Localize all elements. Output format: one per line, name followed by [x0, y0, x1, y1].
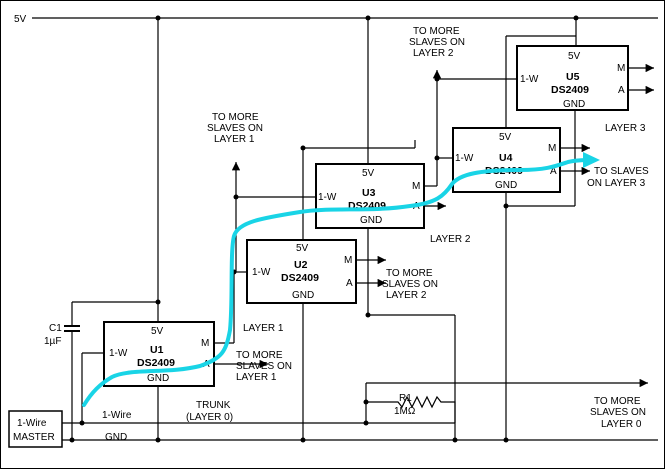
- u3-pwr: 5V: [362, 168, 375, 179]
- rail-1wire-label: 1-Wire: [102, 410, 132, 421]
- c1-label: C1: [49, 323, 62, 334]
- chip-u5: 5V U5 DS2409 GND 1-W M A: [516, 45, 629, 111]
- u3-in: 1-W: [318, 192, 337, 203]
- note-u1a-1: TO MORE: [236, 350, 283, 361]
- note-top1-2: SLAVES ON: [207, 123, 263, 134]
- master-label-1: 1-Wire: [17, 418, 47, 429]
- note-l0-2: SLAVES ON: [590, 407, 646, 418]
- u1-part: DS2409: [137, 357, 175, 369]
- u4-gnd: GND: [495, 180, 517, 191]
- u4-m: M: [548, 143, 556, 154]
- u4-ref: U4: [499, 152, 513, 164]
- u1-ref: U1: [150, 344, 164, 356]
- note-top1-3: LAYER 1: [214, 134, 255, 145]
- chip-u3: 5V U3 DS2409 GND 1-W M A: [315, 163, 425, 229]
- chip-u4: 5V U4 DS2409 GND 1-W M A: [452, 127, 561, 193]
- note-top2-1: TO MORE: [413, 26, 460, 37]
- u2-in: 1-W: [252, 267, 271, 278]
- u5-gnd: GND: [563, 99, 585, 110]
- u5-part: DS2409: [551, 84, 589, 96]
- trunk-label-1: TRUNK: [196, 400, 231, 411]
- u5-a: A: [618, 85, 625, 96]
- u2-pwr: 5V: [296, 243, 309, 254]
- note-u2a-3: LAYER 2: [386, 290, 427, 301]
- u4-in: 1-W: [455, 153, 474, 164]
- note-u1a-2: SLAVES ON: [236, 361, 292, 372]
- u3-m: M: [412, 181, 420, 192]
- layer3-label: LAYER 3: [605, 123, 646, 134]
- u3-ref: U3: [362, 187, 376, 199]
- u3-gnd: GND: [360, 215, 382, 226]
- signal-arrow-head: [583, 152, 600, 168]
- c1-value: 1µF: [44, 336, 61, 347]
- trunk-label-2: (LAYER 0): [186, 412, 233, 423]
- u1-m: M: [201, 338, 209, 349]
- signal-path: [82, 158, 594, 407]
- resistor-r1: [366, 395, 456, 423]
- u2-a: A: [346, 278, 353, 289]
- note-top1-1: TO MORE: [212, 112, 259, 123]
- u5-m: M: [617, 63, 625, 74]
- master-label-2: MASTER: [13, 432, 55, 443]
- note-top2-3: LAYER 2: [413, 48, 454, 59]
- note-u1a-3: LAYER 1: [236, 372, 277, 383]
- rail-gnd-label: GND: [105, 432, 127, 443]
- chip-u1: 5V U1 DS2409 GND 1-W M A: [103, 321, 215, 387]
- note-l3-2: ON LAYER 3: [587, 178, 646, 189]
- u5-in: 1-W: [520, 74, 539, 85]
- note-l0-3: LAYER 0: [601, 419, 642, 430]
- r1-value: 1MΩ: [394, 406, 416, 417]
- note-u2a-2: SLAVES ON: [382, 279, 438, 290]
- note-l3-1: TO SLAVES: [594, 166, 649, 177]
- u2-gnd: GND: [292, 290, 314, 301]
- chip-u2: 5V U2 DS2409 GND 1-W M A: [246, 239, 357, 304]
- u4-pwr: 5V: [499, 132, 512, 143]
- rail-5v-label: 5V: [14, 14, 27, 25]
- layer1-label: LAYER 1: [243, 323, 284, 334]
- u5-ref: U5: [566, 71, 580, 83]
- layer2-label: LAYER 2: [430, 234, 471, 245]
- u1-pwr: 5V: [151, 326, 164, 337]
- u5-pwr: 5V: [568, 51, 581, 62]
- u1-in: 1-W: [109, 348, 128, 359]
- note-top2-2: SLAVES ON: [409, 37, 465, 48]
- r1-label: R1: [399, 393, 412, 404]
- junction-dots: [69, 15, 579, 443]
- u2-part: DS2409: [281, 272, 319, 284]
- u2-ref: U2: [294, 259, 308, 271]
- u1-gnd: GND: [147, 373, 169, 384]
- u2-m: M: [344, 255, 352, 266]
- u4-a: A: [550, 166, 557, 177]
- note-u2a-1: TO MORE: [386, 268, 433, 279]
- note-l0-1: TO MORE: [594, 396, 641, 407]
- master-box: [8, 410, 63, 448]
